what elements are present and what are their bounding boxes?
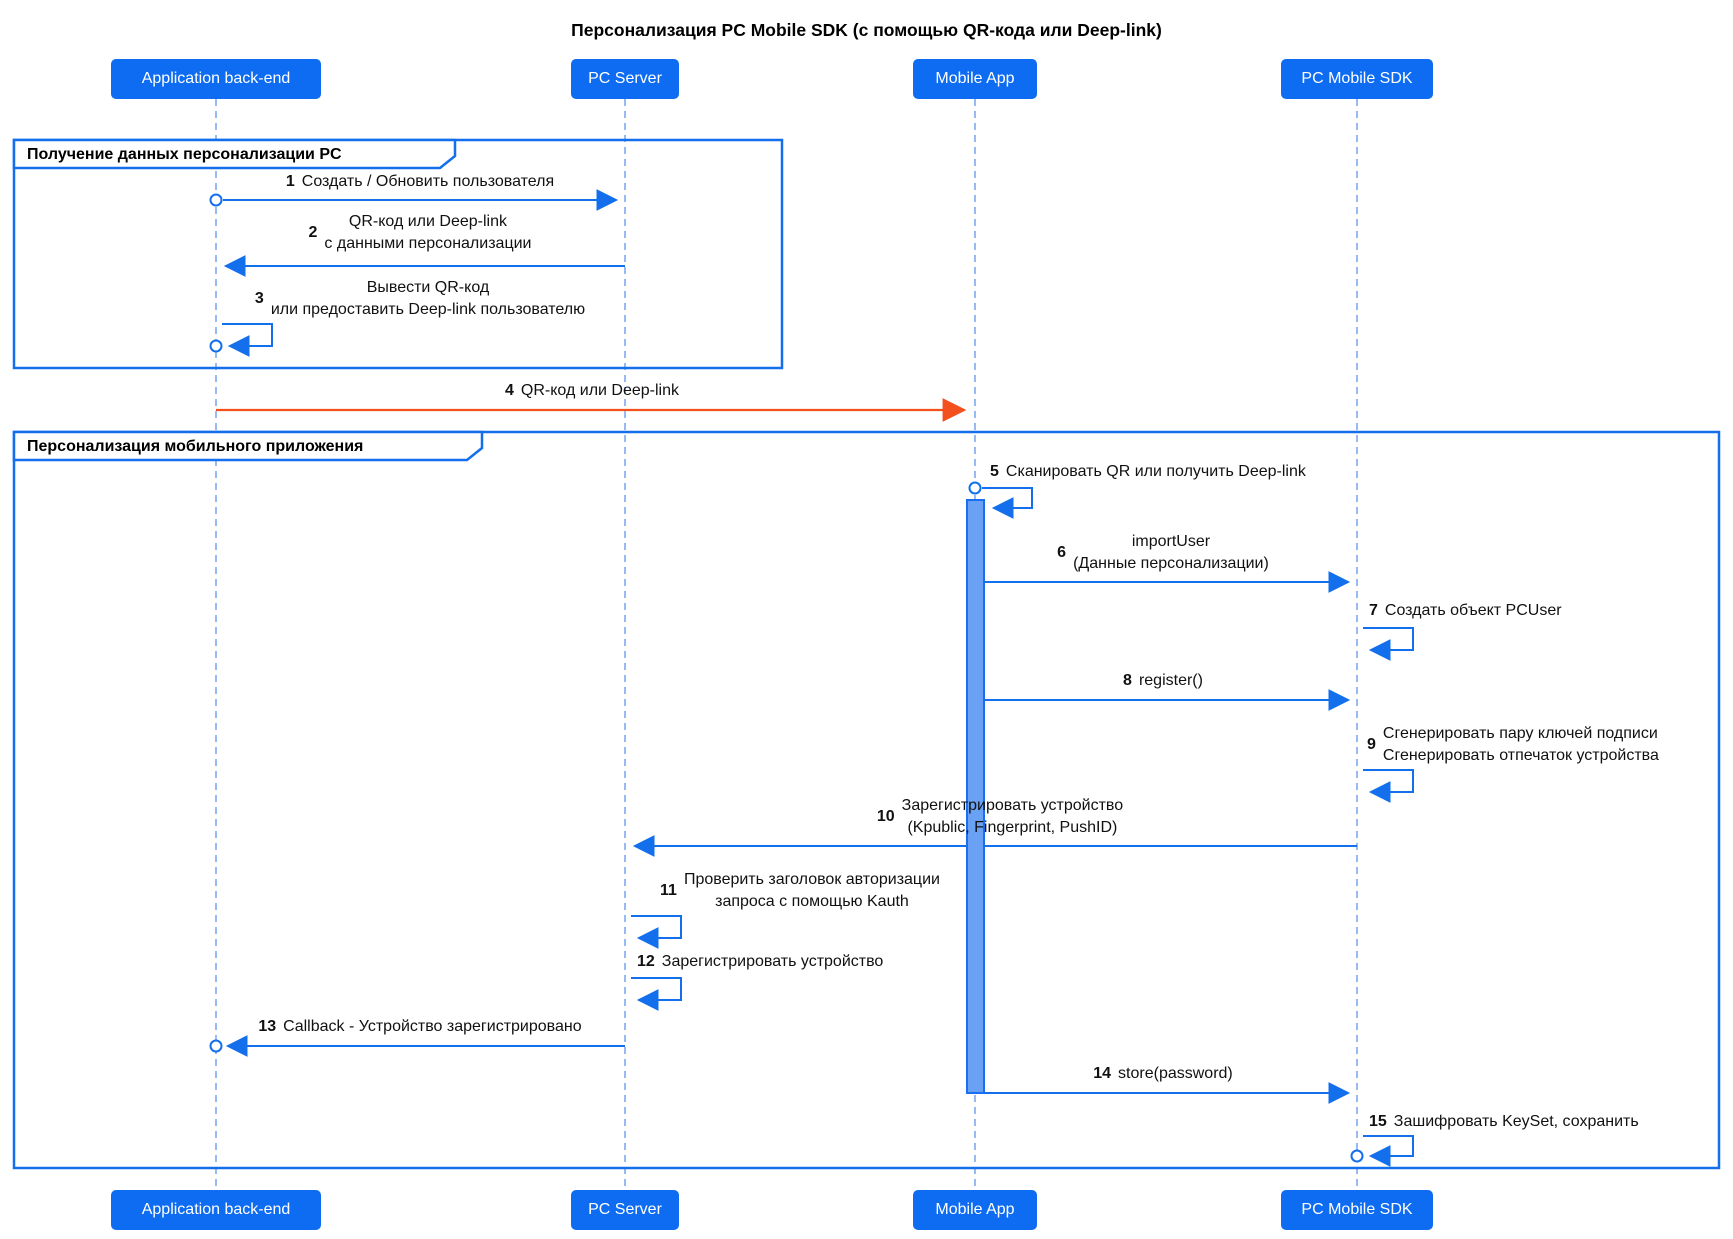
message-14-label: 14 store(password) — [1093, 1063, 1233, 1085]
message-text: Callback - Устройство зарегистрировано — [283, 1018, 582, 1035]
participant-top-mobile-app: Mobile App — [913, 59, 1037, 99]
frame-1-label: Получение данных персонализации PC — [27, 146, 342, 163]
activation-bar-mobile-app — [966, 499, 985, 1094]
message-1-label: 1 Создать / Обновить пользователя — [286, 171, 554, 193]
message-text: QR-код или Deep-link — [520, 382, 679, 399]
message-text: store(password) — [1118, 1065, 1233, 1082]
message-number: 1 — [285, 173, 295, 190]
message-12-self-arrow — [631, 977, 682, 1011]
message-text: с данными персонализации — [324, 235, 532, 252]
message-number: 9 — [1367, 736, 1376, 753]
message-number: 13 — [258, 1018, 277, 1035]
message-3-end-circle — [209, 339, 223, 353]
message-text: QR-код или Deep-link — [348, 213, 507, 230]
message-number: 10 — [876, 808, 895, 825]
message-text: Сгенерировать пару ключей подписи — [1382, 725, 1658, 742]
message-5-start-circle — [968, 481, 982, 495]
message-9-self-arrow — [1363, 769, 1414, 803]
message-number: 7 — [1369, 602, 1378, 619]
message-3-self-arrow — [222, 323, 273, 357]
participant-top-app-backend: Application back-end — [111, 59, 321, 99]
message-4-label: 4 QR-код или Deep-link — [505, 380, 679, 402]
diagram-title: Персонализация PC Mobile SDK (с помощью … — [571, 20, 1162, 40]
message-text: или предоставить Deep-link пользователю — [270, 301, 586, 318]
message-text: Вывести QR-код — [366, 279, 490, 296]
frame-2-label-tab — [12, 430, 484, 462]
message-3-label: 3 Вывести QR-код или предоставить Deep-l… — [255, 277, 585, 321]
participant-label: Application back-end — [141, 70, 291, 87]
message-10-label: 10 Зарегистрировать устройство (Kpublic,… — [877, 795, 1123, 839]
participant-bottom-app-backend: Application back-end — [111, 1190, 321, 1230]
message-number: 15 — [1369, 1113, 1387, 1130]
message-number: 8 — [1123, 672, 1132, 689]
message-number: 14 — [1093, 1065, 1112, 1082]
participant-label: PC Mobile SDK — [1301, 70, 1413, 87]
message-text: запроса с помощью Kauth — [715, 893, 909, 910]
message-text: Зарегистрировать устройство — [661, 953, 884, 970]
participant-bottom-pc-server: PC Server — [571, 1190, 679, 1230]
message-13-label: 13 Callback - Устройство зарегистрирован… — [258, 1016, 581, 1038]
message-text: Зашифровать KeySet, сохранить — [1393, 1113, 1639, 1130]
participant-bottom-pc-mobile-sdk: PC Mobile SDK — [1281, 1190, 1433, 1230]
message-11-self-arrow — [631, 915, 682, 949]
participant-top-pc-server: PC Server — [571, 59, 679, 99]
message-text: register() — [1138, 672, 1203, 689]
message-7-label: 7 Создать объект PCUser — [1369, 600, 1562, 622]
message-9-label: 9 Сгенерировать пару ключей подписи Сген… — [1367, 723, 1659, 767]
participant-bottom-mobile-app: Mobile App — [913, 1190, 1037, 1230]
message-13-end-circle — [209, 1039, 223, 1053]
message-number: 3 — [254, 290, 264, 307]
message-1-start-circle — [209, 193, 223, 207]
frame-1-label-tab — [12, 138, 457, 170]
message-number: 2 — [308, 224, 318, 241]
participant-label: Application back-end — [141, 1201, 291, 1218]
message-text: importUser — [1131, 533, 1211, 550]
participant-label: Mobile App — [935, 70, 1015, 87]
message-text: Проверить заголовок авторизации — [683, 871, 940, 888]
message-text: Создать / Обновить пользователя — [301, 173, 555, 190]
message-number: 4 — [505, 382, 514, 399]
message-2-label: 2 QR-код или Deep-link с данными персона… — [309, 211, 532, 255]
participant-label: PC Server — [588, 70, 662, 87]
message-11-label: 11 Проверить заголовок авторизации запро… — [660, 869, 940, 913]
message-7-self-arrow — [1363, 627, 1414, 661]
participant-label: PC Server — [588, 1201, 662, 1218]
message-15-self-arrow — [1363, 1135, 1414, 1167]
message-text: Сгенерировать отпечаток устройства — [1382, 747, 1659, 764]
message-number: 12 — [637, 953, 655, 970]
message-12-label: 12 Зарегистрировать устройство — [637, 951, 883, 973]
message-8-label: 8 register() — [1123, 670, 1203, 692]
frame-2-border — [12, 430, 1721, 1170]
message-15-label: 15 Зашифровать KeySet, сохранить — [1369, 1111, 1639, 1133]
message-text: Зарегистрировать устройство — [901, 797, 1124, 814]
message-text: (Данные персонализации) — [1073, 555, 1269, 572]
message-15-end-circle — [1350, 1149, 1364, 1163]
message-number: 5 — [990, 463, 999, 480]
message-text: (Kpublic, Fingerprint, PushID) — [907, 819, 1118, 836]
participant-top-pc-mobile-sdk: PC Mobile SDK — [1281, 59, 1433, 99]
message-5-self-arrow — [982, 487, 1033, 519]
message-number: 11 — [660, 882, 677, 899]
message-5-label: 5 Сканировать QR или получить Deep-link — [990, 461, 1306, 483]
message-6-label: 6 importUser (Данные персонализации) — [1057, 531, 1269, 575]
message-number: 6 — [1057, 544, 1067, 561]
frame-2-label: Персонализация мобильного приложения — [27, 438, 364, 455]
message-text: Создать объект PCUser — [1384, 602, 1562, 619]
message-text: Сканировать QR или получить Deep-link — [1005, 463, 1306, 480]
participant-label: PC Mobile SDK — [1301, 1201, 1413, 1218]
participant-label: Mobile App — [935, 1201, 1015, 1218]
